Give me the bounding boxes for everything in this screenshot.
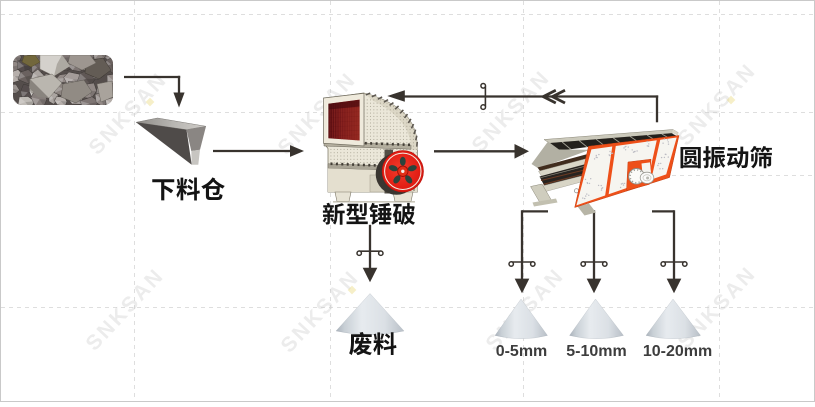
svg-text:5-10mm: 5-10mm [566, 343, 626, 360]
svg-text:10-20mm: 10-20mm [643, 343, 712, 360]
svg-text:0-5mm: 0-5mm [496, 343, 548, 360]
